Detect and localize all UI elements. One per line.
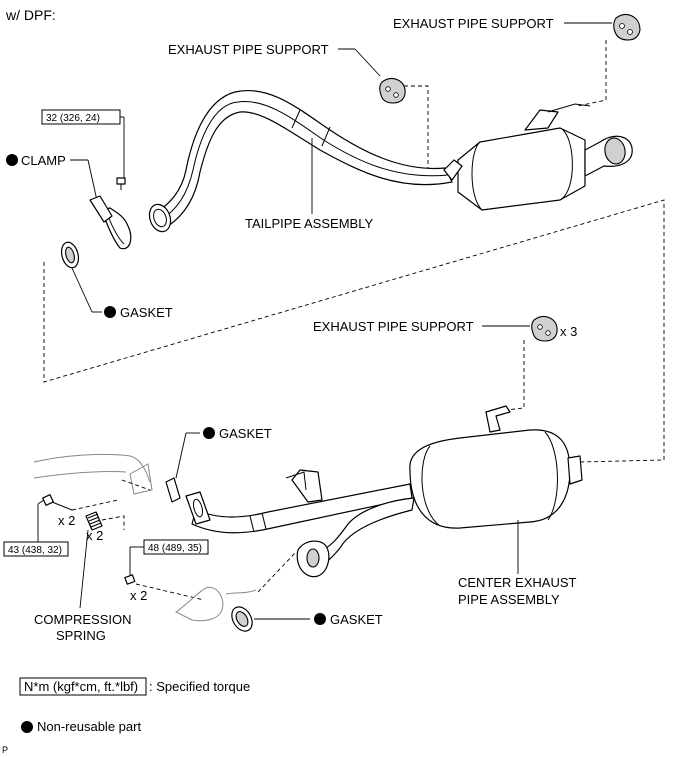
nonreusable-marker-gasket-lower (314, 613, 326, 625)
clamp (89, 195, 132, 250)
flange-bolt-dash (71, 499, 119, 511)
legend-nonreusable-desc: Non-reusable part (37, 719, 141, 734)
nonreusable-legend-icon (21, 721, 33, 733)
front-nut-dash (135, 583, 205, 601)
front-flange-reference (175, 586, 257, 622)
center-exhaust-label-line1: CENTER EXHAUST (458, 575, 577, 590)
torque-box-flange-bolt: 43 (438, 32) (3, 541, 69, 557)
support-top-dash-leader (577, 40, 607, 107)
compression-spring-label-line1: COMPRESSION (34, 612, 132, 627)
flange-bolt-quantity: x 2 (58, 513, 75, 528)
front-nut-quantity: x 2 (130, 588, 147, 603)
gasket-mid-leader (175, 432, 187, 479)
exhaust-pipe-support-lower (531, 315, 558, 342)
front-pipe-align-dash (121, 479, 151, 491)
tailpipe-assembly-label: TAILPIPE ASSEMBLY (245, 216, 373, 231)
gasket-lower-label: GASKET (330, 612, 383, 627)
spring-quantity: x 2 (86, 528, 103, 543)
compression-spring (85, 511, 103, 531)
nonreusable-marker-gasket-upper (104, 306, 116, 318)
nonreusable-marker-clamp (6, 154, 18, 166)
tailpipe-assembly (148, 90, 633, 233)
center-exhaust-pipe-assembly (185, 405, 583, 578)
support-mid-leader-angled (354, 48, 381, 77)
legend-nonreusable: Non-reusable part (21, 719, 141, 734)
gasket-upper (60, 241, 80, 269)
support-lower-quantity: x 3 (560, 324, 577, 339)
exhaust-pipe-support-top-label: EXHAUST PIPE SUPPORT (393, 16, 554, 31)
gasket-lower (231, 606, 253, 632)
legend-torque-unit: N*m (kgf*cm, ft.*lbf) (24, 679, 138, 694)
spring-dash (101, 515, 125, 530)
gasket-mid (165, 477, 181, 503)
clamp-label: CLAMP (21, 153, 66, 168)
torque-front-nut-value: 48 (489, 35) (148, 543, 202, 554)
nonreusable-marker-gasket-mid (203, 427, 215, 439)
exhaust-pipe-support-mid-label: EXHAUST PIPE SUPPORT (168, 42, 329, 57)
diagram-title: w/ DPF: (5, 7, 56, 23)
assembly-alignment-dash (43, 199, 665, 463)
clamp-bolt (116, 177, 126, 190)
front-flange-dash (257, 551, 297, 593)
legend-torque: N*m (kgf*cm, ft.*lbf) : Specified torque (19, 677, 250, 696)
legend-torque-desc: : Specified torque (149, 679, 250, 694)
spring-leader (79, 529, 89, 609)
footer-code: P (2, 745, 8, 755)
support-mid-dash-leader (404, 85, 445, 173)
flange-bolt (42, 494, 73, 511)
exhaust-pipe-support-top (613, 13, 641, 41)
torque-box-clamp-bolt: 32 (326, 24) (41, 109, 121, 125)
torque-clamp-bolt-value: 32 (326, 24) (46, 113, 100, 124)
exhaust-pipe-support-mid (379, 77, 406, 104)
exhaust-pipe-support-lower-label: EXHAUST PIPE SUPPORT (313, 319, 474, 334)
gasket-mid-label: GASKET (219, 426, 272, 441)
torque-box-front-nut: 48 (489, 35) (143, 539, 209, 555)
gasket-upper-leader (71, 267, 93, 313)
front-nut (124, 574, 136, 585)
gasket-upper-label: GASKET (120, 305, 173, 320)
compression-spring-label-line2: SPRING (56, 628, 106, 643)
center-exhaust-label-line2: PIPE ASSEMBLY (458, 592, 560, 607)
torque-flange-bolt-value: 43 (438, 32) (8, 545, 62, 556)
exhaust-pipe-support-top-label-group: EXHAUST PIPE SUPPORT (393, 16, 612, 31)
support-lower-dash-leader (505, 340, 525, 411)
front-pipe-reference (33, 453, 153, 495)
